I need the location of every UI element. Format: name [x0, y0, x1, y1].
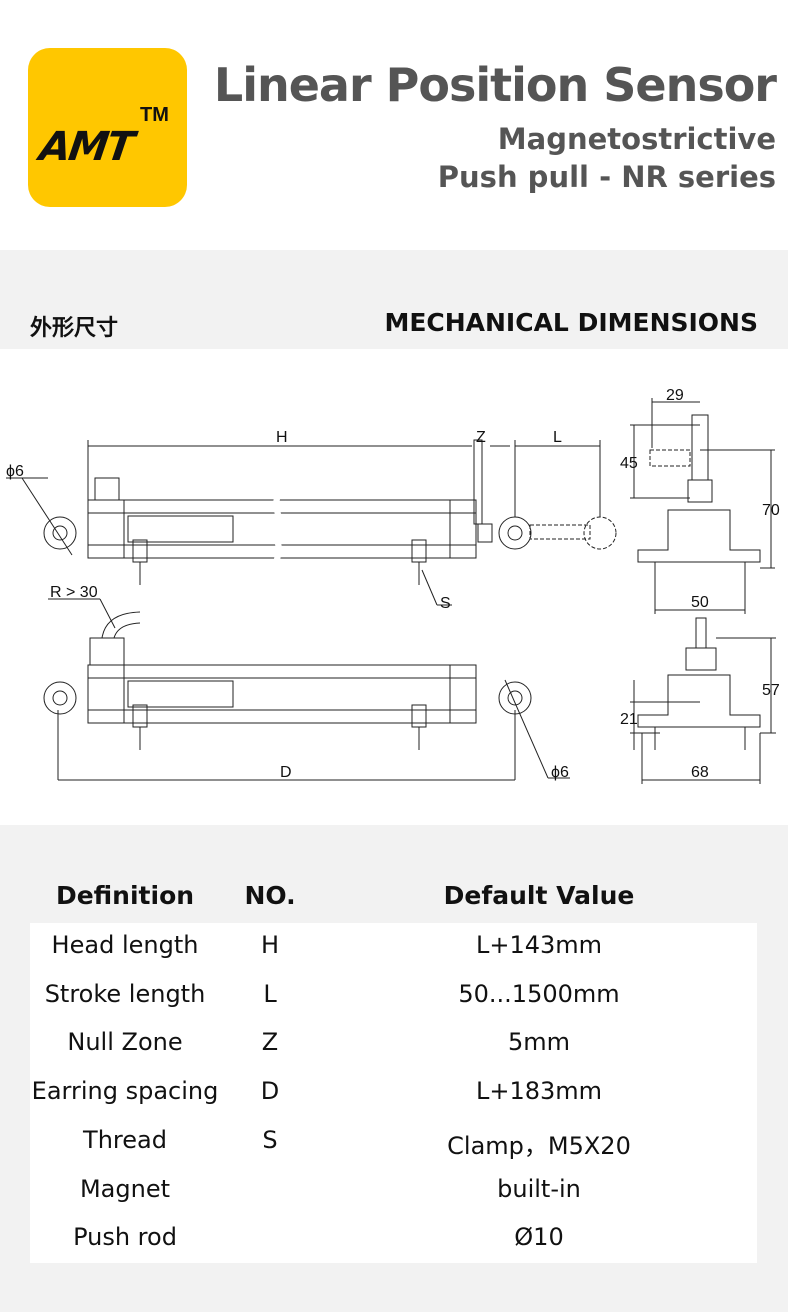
table-cell-value: Clamp，M5X20	[447, 1131, 631, 1160]
dim-label-h: H	[276, 429, 288, 446]
dim-label-68: 68	[691, 764, 709, 781]
table-cell-definition: Stroke length	[44, 979, 206, 1008]
table-cell-no: Z	[261, 1028, 279, 1057]
dim-label-70: 70	[762, 502, 780, 519]
dim-label-45: 45	[620, 455, 638, 472]
subtitle-technology: Magnetostrictive	[497, 122, 776, 156]
table-cell-no: L	[263, 979, 277, 1008]
column-header-definition: Definition	[55, 881, 195, 910]
table-cell-definition: Magnet	[79, 1174, 171, 1203]
section-title-cn: 外形尺寸	[30, 316, 119, 341]
end-views	[630, 398, 776, 784]
table-cell-no: S	[262, 1125, 278, 1154]
dim-label-phi-top: ϕ6	[6, 463, 24, 480]
specification-section: Definition NO. Default Value Head length…	[0, 825, 788, 1312]
table-cell-definition: Null Zone	[67, 1028, 183, 1057]
column-header-no: NO.	[244, 881, 296, 910]
dim-label-29: 29	[666, 387, 684, 404]
dim-label-57: 57	[762, 682, 780, 699]
table-cell-value: Ø10	[514, 1223, 564, 1252]
bottom-view-sensor	[43, 611, 532, 750]
dimension-lines	[6, 440, 601, 781]
section-title-en: MECHANICAL DIMENSIONS	[384, 308, 758, 337]
table-cell-definition: Push rod	[73, 1223, 177, 1252]
table-cell-no: D	[260, 1077, 280, 1106]
section-header: 外形尺寸 MECHANICAL DIMENSIONS	[0, 250, 788, 349]
dim-label-l: L	[553, 429, 562, 446]
dim-label-21: 21	[620, 711, 638, 728]
dim-label-50: 50	[691, 594, 709, 611]
table-cell-value: 5mm	[507, 1028, 571, 1057]
table-cell-definition: Earring spacing	[31, 1077, 219, 1106]
table-cell-no: H	[260, 931, 280, 959]
dim-label-z: Z	[476, 429, 486, 446]
dim-label-r: R > 30	[50, 584, 98, 601]
logo-text: AMT	[36, 124, 136, 170]
column-header-default-value: Default Value	[443, 881, 635, 910]
dim-label-s: S	[440, 595, 451, 612]
table-cell-value: L+143mm	[475, 931, 603, 959]
top-view-sensor	[43, 439, 617, 585]
table-cell-value: built-in	[497, 1174, 581, 1203]
table-cell-value: L+183mm	[475, 1077, 603, 1106]
trademark: TM	[140, 104, 169, 126]
page-title: Linear Position Sensor	[213, 58, 777, 112]
dim-label-d: D	[280, 764, 292, 781]
table-cell-definition: Head length	[51, 931, 199, 959]
table-cell-value: 50...1500mm	[458, 979, 620, 1008]
dim-label-phi-bottom: ϕ6	[551, 764, 569, 781]
table-cell-definition: Thread	[83, 1125, 167, 1154]
mechanical-drawing: H Z L ϕ6 S R > 30 D ϕ6 29 45 70 50 57 21…	[6, 387, 780, 784]
subtitle-series: Push pull - NR series	[437, 160, 776, 194]
amt-logo: TM AMT	[28, 48, 187, 207]
